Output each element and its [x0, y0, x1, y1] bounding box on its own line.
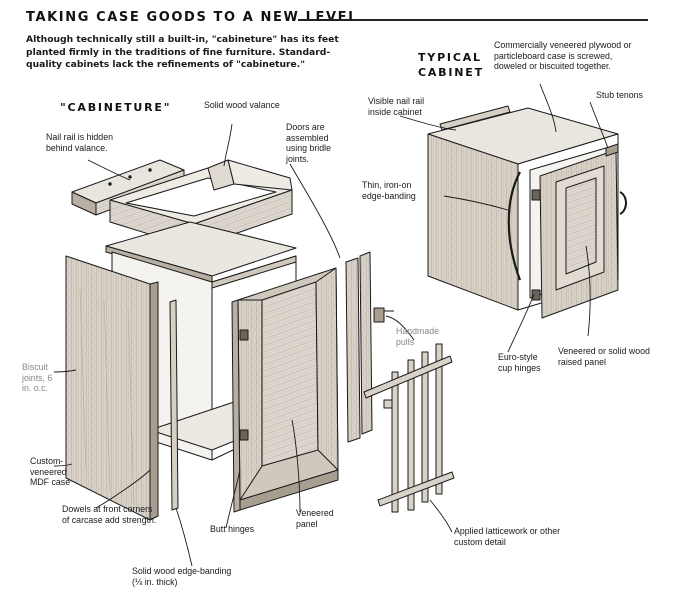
- typical-cabinet-assembly: [427, 105, 627, 319]
- door: [231, 267, 339, 513]
- intro-text: Although technically still a built-in, "…: [26, 34, 339, 70]
- heading-typical-line2: CABINET: [418, 66, 484, 79]
- door-stiles: [345, 251, 373, 443]
- valance: [109, 159, 293, 249]
- callout-nail-rail-hidden: Nail rail is hidden behind valance.: [46, 132, 113, 153]
- leader-lines: [53, 83, 609, 567]
- page-title: TAKING CASE GOODS TO A NEW LEVEL: [26, 10, 358, 25]
- edge-banding-strip: [169, 299, 179, 511]
- callout-custom-veneered-mdf: Custom-veneered MDF case: [30, 456, 71, 488]
- callout-commercial-case: Commercially veneered plywood or particl…: [494, 40, 632, 72]
- heading-cabineture: "CABINETURE": [60, 101, 172, 114]
- callout-veneered-panel: Veneered panel: [296, 508, 334, 529]
- typical-door: [531, 149, 627, 319]
- callout-biscuit-joints: Biscuit joints, 6 in. o.c.: [22, 362, 53, 394]
- callout-raised-panel: Veneered or solid wood raised panel: [558, 346, 650, 367]
- callout-doors-bridle: Doors are assembled using bridle joints.: [286, 122, 331, 164]
- cabineture-assembly: [65, 159, 455, 521]
- callout-latticework: Applied latticework or other custom deta…: [454, 526, 561, 547]
- callout-butt-hinges: Butt hinges: [210, 524, 255, 534]
- callout-dowels: Dowels at front corners of carcase add s…: [62, 504, 157, 525]
- left-side-panel: [65, 255, 159, 521]
- callout-handmade-pulls: Handmade pulls: [396, 326, 440, 347]
- heading-typical-cabinet: TYPICAL CABINET: [418, 50, 484, 80]
- handmade-pull: [373, 307, 394, 323]
- latticework: [363, 343, 455, 513]
- callout-stub-tenons: Stub tenons: [596, 90, 643, 100]
- typical-side: [427, 133, 519, 311]
- callout-edge-banding: Solid wood edge-banding (⅛ in. thick): [132, 566, 232, 587]
- callout-visible-nail-rail: Visible nail rail inside cabinet: [368, 96, 425, 117]
- callout-euro-hinges: Euro-style cup hinges: [498, 352, 541, 373]
- iron-on-banding: [507, 171, 522, 281]
- callout-solid-wood-valance: Solid wood valance: [204, 100, 280, 110]
- callout-iron-on-banding: Thin, iron-on edge-banding: [362, 180, 416, 201]
- title-rule: [298, 19, 648, 21]
- heading-typical-line1: TYPICAL: [418, 51, 482, 64]
